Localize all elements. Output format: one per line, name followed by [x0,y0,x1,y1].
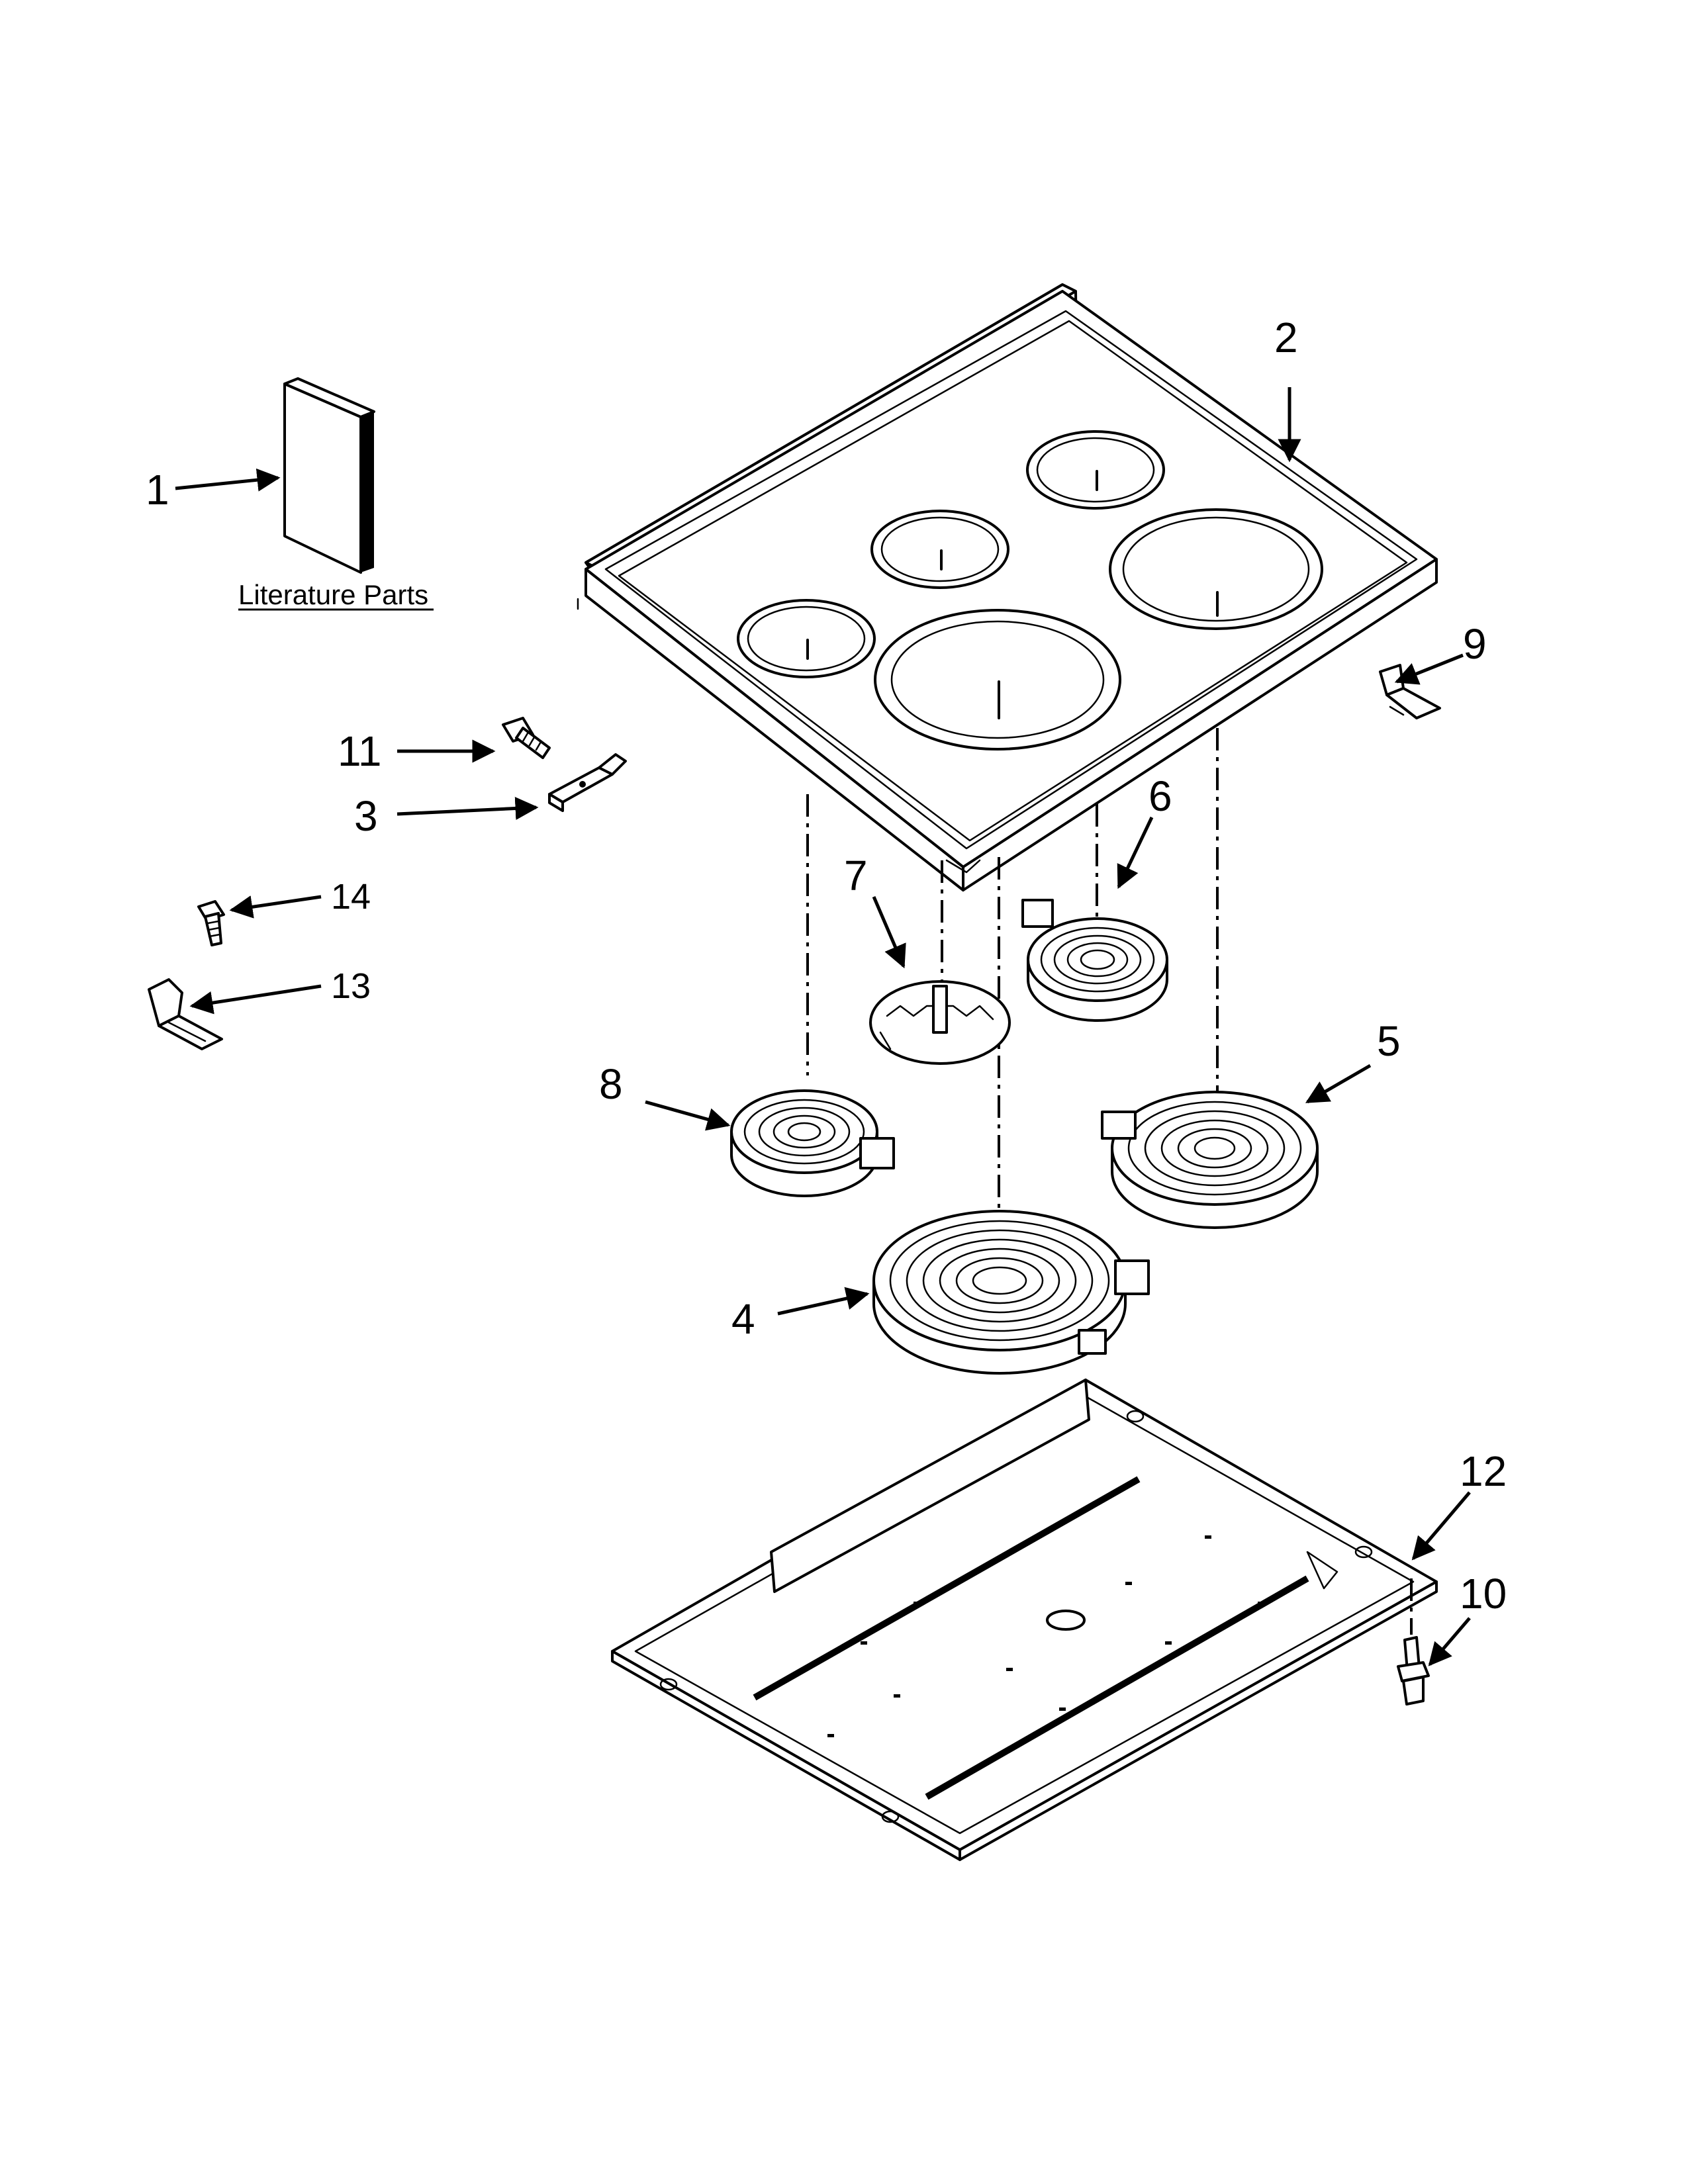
callout-4: 4 [731,1295,755,1343]
callout-5: 5 [1377,1017,1401,1065]
leader-arrows [175,387,1471,1666]
clip-9 [1379,664,1441,719]
callout-8: 8 [599,1060,623,1108]
callout-13: 13 [331,966,371,1006]
callout-12: 12 [1460,1447,1507,1495]
literature-caption: Literature Parts [238,579,428,610]
element-5 [1101,1091,1319,1229]
insulator-disk-7 [869,980,1011,1065]
element-8 [730,1089,895,1197]
small-element-6 [1021,899,1168,1022]
callout-14: 14 [331,877,371,917]
bottom-tray [611,1379,1438,1861]
literature-booklet [283,377,375,574]
screw-14 [197,900,225,946]
callout-1: 1 [146,466,169,514]
large-element-4 [872,1210,1150,1375]
callout-3: 3 [354,792,378,840]
callout-11: 11 [338,727,381,775]
bracket-3 [548,753,627,812]
cooktop-main-top [577,283,1438,891]
screw-10 [1397,1578,1430,1706]
callout-6: 6 [1149,772,1172,820]
callout-7: 7 [844,852,868,899]
bracket-13 [148,978,223,1050]
callout-9: 9 [1463,620,1487,668]
callout-10: 10 [1460,1570,1507,1617]
screw-11 [502,717,551,759]
callout-2: 2 [1274,314,1298,361]
